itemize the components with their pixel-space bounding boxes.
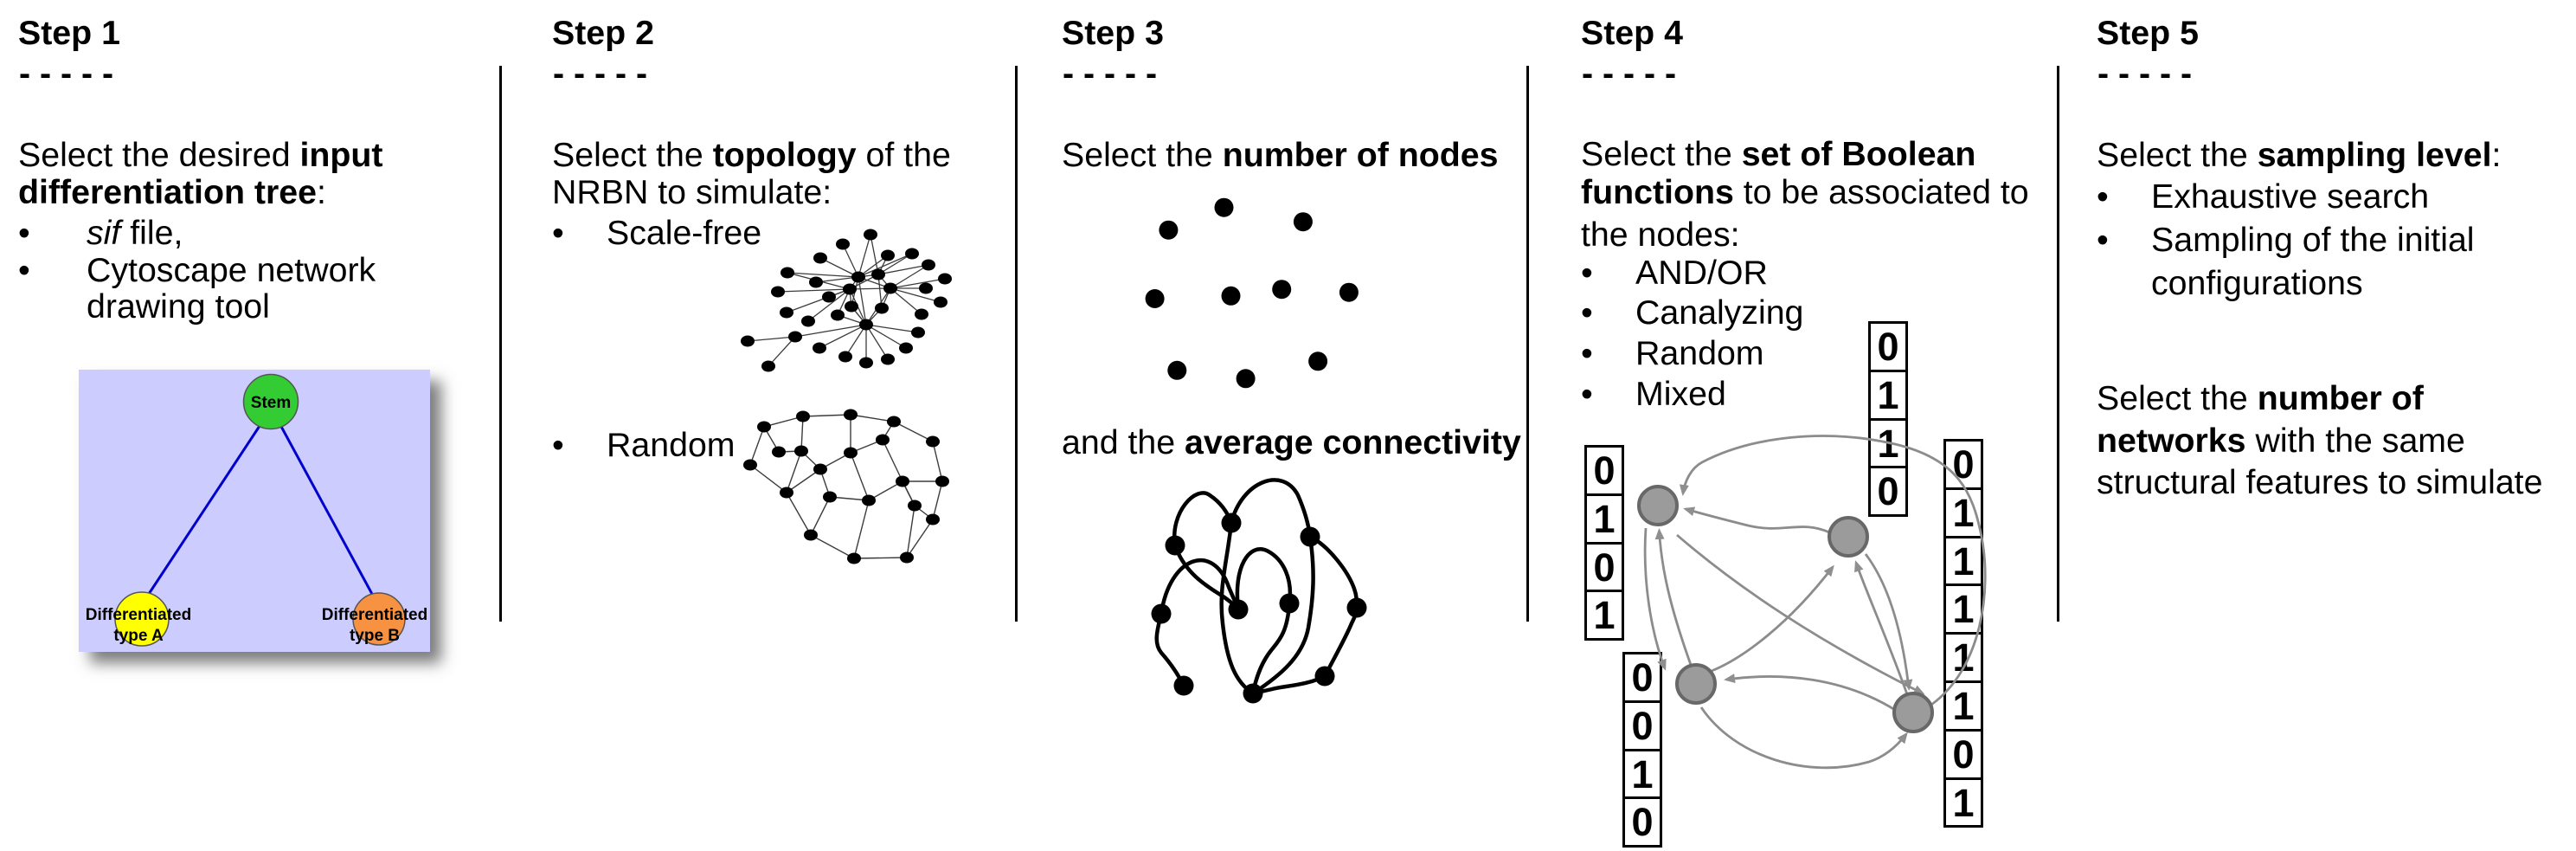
svg-text:Differentiated: Differentiated: [322, 606, 427, 624]
svg-text:type A: type A: [113, 627, 164, 645]
svg-text:type B: type B: [350, 627, 400, 645]
svg-text:Differentiated: Differentiated: [86, 606, 191, 624]
svg-text:Stem: Stem: [251, 394, 291, 412]
